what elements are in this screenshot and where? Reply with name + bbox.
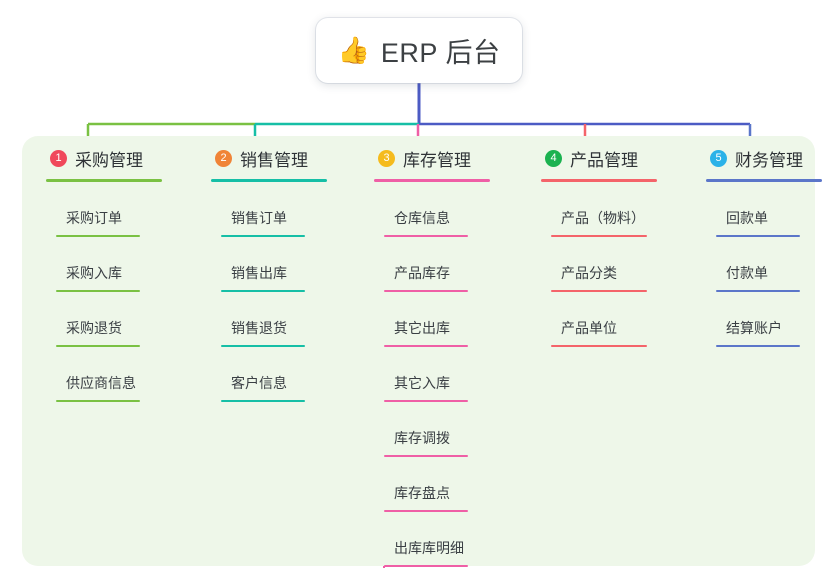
leaf-underline bbox=[716, 290, 800, 292]
leaf-item[interactable]: 销售退货 bbox=[199, 292, 327, 347]
leaf-underline bbox=[716, 345, 800, 347]
leaf-underline bbox=[384, 290, 468, 292]
root-node-content: 👍 ERP 后台 bbox=[338, 31, 501, 70]
leaf-item[interactable]: 结算账户 bbox=[694, 292, 822, 347]
leaf-list: 仓库信息产品库存其它出库其它入库库存调拨库存盘点出库库明细 bbox=[362, 182, 490, 567]
leaf-item[interactable]: 采购订单 bbox=[34, 182, 162, 237]
thumbs-up-icon: 👍 bbox=[337, 35, 370, 66]
leaf-item[interactable]: 其它出库 bbox=[362, 292, 490, 347]
root-node[interactable]: 👍 ERP 后台 bbox=[316, 18, 522, 83]
leaf-label: 产品（物料） bbox=[561, 210, 645, 226]
leaf-list: 回款单付款单结算账户 bbox=[694, 182, 822, 347]
column-title: 财务管理 bbox=[735, 150, 803, 170]
leaf-underline bbox=[221, 400, 305, 402]
leaf-list: 产品（物料） 产品分类产品单位 bbox=[529, 182, 657, 347]
column-4: 4 产品管理产品（物料） 产品分类产品单位 bbox=[529, 144, 657, 347]
leaf-item[interactable]: 回款单 bbox=[694, 182, 822, 237]
leaf-label: 付款单 bbox=[726, 265, 768, 281]
leaf-underline bbox=[551, 235, 647, 237]
column-header-4[interactable]: 4 产品管理 bbox=[529, 144, 657, 172]
leaf-label: 回款单 bbox=[726, 210, 768, 226]
leaf-list: 销售订单销售出库销售退货客户信息 bbox=[199, 182, 327, 402]
leaf-underline bbox=[384, 565, 468, 567]
leaf-underline bbox=[551, 345, 647, 347]
leaf-item[interactable]: 客户信息 bbox=[199, 347, 327, 402]
leaf-underline bbox=[56, 290, 140, 292]
column-badge-icon: 3 bbox=[378, 149, 395, 167]
leaf-label: 采购订单 bbox=[66, 210, 122, 226]
leaf-underline bbox=[384, 345, 468, 347]
leaf-item[interactable]: 销售出库 bbox=[199, 237, 327, 292]
column-header-2[interactable]: 2 销售管理 bbox=[199, 144, 327, 172]
leaf-label: 客户信息 bbox=[231, 375, 287, 391]
column-5: 5 财务管理回款单付款单结算账户 bbox=[694, 144, 822, 347]
column-badge-icon: 1 bbox=[50, 149, 67, 167]
column-1: 1 采购管理采购订单采购入库采购退货供应商信息 bbox=[34, 144, 162, 402]
leaf-underline bbox=[551, 290, 647, 292]
column-underline bbox=[706, 179, 822, 182]
leaf-item[interactable]: 库存调拨 bbox=[362, 402, 490, 457]
leaf-label: 产品库存 bbox=[394, 265, 450, 281]
leaf-item[interactable]: 产品库存 bbox=[362, 237, 490, 292]
leaf-item[interactable]: 产品分类 bbox=[529, 237, 657, 292]
column-title: 采购管理 bbox=[75, 150, 143, 170]
leaf-item[interactable]: 供应商信息 bbox=[34, 347, 162, 402]
column-badge-icon: 2 bbox=[215, 149, 232, 167]
column-underline bbox=[541, 179, 657, 182]
branches-panel bbox=[22, 136, 815, 566]
leaf-label: 仓库信息 bbox=[394, 210, 450, 226]
leaf-underline bbox=[56, 400, 140, 402]
leaf-label: 销售订单 bbox=[231, 210, 287, 226]
column-title: 销售管理 bbox=[240, 150, 308, 170]
column-badge-icon: 4 bbox=[545, 149, 562, 167]
column-title: 库存管理 bbox=[403, 150, 471, 170]
column-underline bbox=[46, 179, 162, 182]
leaf-underline bbox=[221, 345, 305, 347]
leaf-item[interactable]: 采购入库 bbox=[34, 237, 162, 292]
leaf-label: 其它入库 bbox=[394, 375, 450, 391]
leaf-label: 销售退货 bbox=[231, 320, 287, 336]
leaf-underline bbox=[384, 510, 468, 512]
leaf-underline bbox=[56, 235, 140, 237]
leaf-item[interactable]: 产品（物料） bbox=[529, 182, 657, 237]
leaf-label: 采购退货 bbox=[66, 320, 122, 336]
leaf-label: 库存盘点 bbox=[394, 485, 450, 501]
leaf-label: 采购入库 bbox=[66, 265, 122, 281]
leaf-label: 产品单位 bbox=[561, 320, 617, 336]
leaf-underline bbox=[221, 290, 305, 292]
leaf-item[interactable]: 仓库信息 bbox=[362, 182, 490, 237]
leaf-item[interactable]: 其它入库 bbox=[362, 347, 490, 402]
leaf-item[interactable]: 出库库明细 bbox=[362, 512, 490, 567]
column-header-5[interactable]: 5 财务管理 bbox=[694, 144, 822, 172]
leaf-list: 采购订单采购入库采购退货供应商信息 bbox=[34, 182, 162, 402]
leaf-item[interactable]: 产品单位 bbox=[529, 292, 657, 347]
leaf-item[interactable]: 付款单 bbox=[694, 237, 822, 292]
leaf-label: 结算账户 bbox=[726, 320, 782, 336]
leaf-label: 出库库明细 bbox=[394, 540, 464, 556]
leaf-underline bbox=[56, 345, 140, 347]
column-2: 2 销售管理销售订单销售出库销售退货客户信息 bbox=[199, 144, 327, 402]
leaf-label: 其它出库 bbox=[394, 320, 450, 336]
leaf-underline bbox=[384, 235, 468, 237]
leaf-label: 产品分类 bbox=[561, 265, 617, 281]
column-underline bbox=[211, 179, 327, 182]
leaf-underline bbox=[384, 400, 468, 402]
column-badge-icon: 5 bbox=[710, 149, 727, 167]
leaf-item[interactable]: 库存盘点 bbox=[362, 457, 490, 512]
leaf-item[interactable]: 采购退货 bbox=[34, 292, 162, 347]
column-underline bbox=[374, 179, 490, 182]
leaf-label: 供应商信息 bbox=[66, 375, 136, 391]
column-title: 产品管理 bbox=[570, 150, 638, 170]
leaf-label: 库存调拨 bbox=[394, 430, 450, 446]
leaf-item[interactable]: 销售订单 bbox=[199, 182, 327, 237]
leaf-underline bbox=[384, 455, 468, 457]
root-title: ERP 后台 bbox=[380, 38, 501, 68]
column-header-1[interactable]: 1 采购管理 bbox=[34, 144, 162, 172]
leaf-underline bbox=[716, 235, 800, 237]
leaf-label: 销售出库 bbox=[231, 265, 287, 281]
column-header-3[interactable]: 3 库存管理 bbox=[362, 144, 490, 172]
leaf-underline bbox=[221, 235, 305, 237]
column-3: 3 库存管理仓库信息产品库存其它出库其它入库库存调拨库存盘点出库库明细 bbox=[362, 144, 490, 567]
